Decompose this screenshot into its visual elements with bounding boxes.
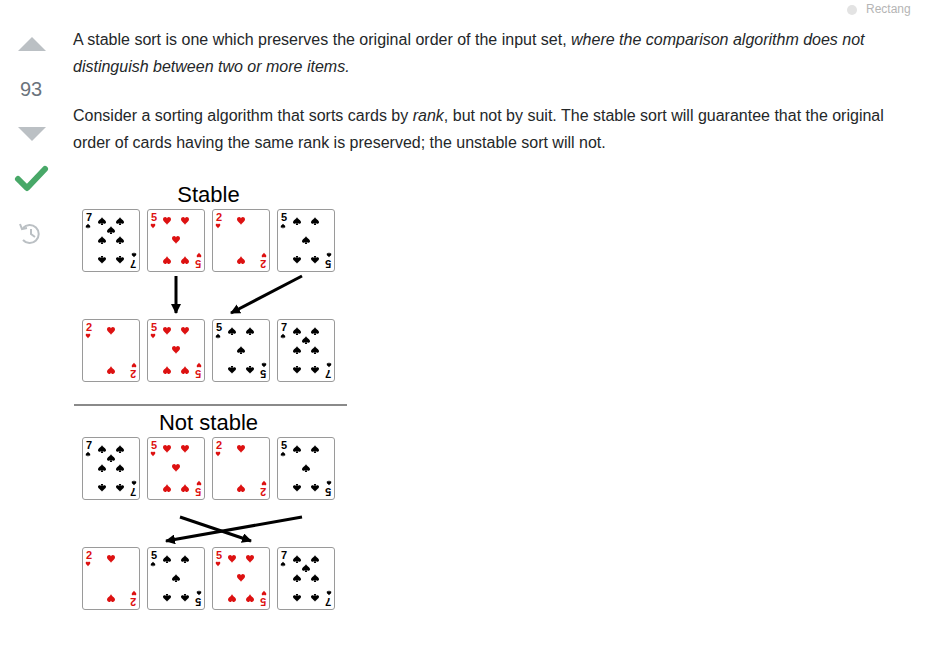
card-rank: 7 [86, 439, 92, 451]
card-rank: 5 [281, 211, 287, 223]
layout-part: 93 [0, 78, 62, 101]
playing-card: 22 [82, 547, 140, 610]
card-face [281, 327, 332, 374]
card-rank: 5 [151, 211, 157, 223]
card-face [86, 555, 137, 602]
card-face [281, 217, 332, 264]
layout-part: Not stable [82, 410, 335, 436]
card-rank: 5 [195, 486, 201, 498]
card-face [151, 327, 202, 374]
layout-part: Rectang [866, 2, 911, 16]
card-rank: 2 [130, 596, 136, 608]
card-rank: 2 [216, 439, 222, 451]
card-rank: 5 [151, 321, 157, 333]
card-rank: 5 [151, 439, 157, 451]
card-face [86, 327, 137, 374]
playing-card: 55 [212, 547, 270, 610]
card-rank: 7 [281, 321, 287, 333]
card-rank: 5 [195, 596, 201, 608]
card-face [281, 445, 332, 492]
card-rank: 7 [130, 258, 136, 270]
playing-card: 55 [147, 209, 205, 272]
card-rank: 7 [130, 486, 136, 498]
card-face [86, 217, 137, 264]
playing-card: 55 [147, 437, 205, 500]
card-face [216, 555, 267, 602]
card-rank: 5 [260, 596, 266, 608]
playing-card: 55 [277, 437, 335, 500]
card-rank: 5 [216, 321, 222, 333]
card-face [151, 445, 202, 492]
move-arrow [175, 276, 178, 313]
card-rank: 7 [86, 211, 92, 223]
layout-part: Consider a sorting algorithm that sorts … [73, 102, 903, 156]
card-rank: 2 [86, 549, 92, 561]
playing-card: 22 [212, 209, 270, 272]
card-rank: 5 [260, 368, 266, 380]
vote-count: 93 [20, 78, 42, 100]
status-badge: Rectang [866, 2, 911, 16]
answer-text: Consider a sorting algorithm that sorts … [73, 107, 408, 124]
playing-card: 22 [212, 437, 270, 500]
card-rank: 2 [86, 321, 92, 333]
card-rank: 5 [281, 439, 287, 451]
card-face [216, 217, 267, 264]
card-face [86, 445, 137, 492]
answer-text: A stable sort is one which preserves the… [73, 31, 567, 48]
card-rank: 7 [325, 368, 331, 380]
playing-card: 77 [82, 209, 140, 272]
card-rank: 2 [260, 258, 266, 270]
playing-card: 55 [147, 547, 205, 610]
card-rank: 7 [281, 549, 287, 561]
section-heading: Stable [177, 182, 239, 207]
move-arrow [231, 276, 302, 313]
history-icon [20, 224, 39, 243]
playing-card: 77 [277, 319, 335, 382]
playing-card: 55 [277, 209, 335, 272]
card-rank: 5 [151, 549, 157, 561]
accepted-check [18, 169, 45, 188]
card-face [151, 217, 202, 264]
section-heading: Not stable [159, 410, 258, 435]
layout-part: A stable sort is one which preserves the… [73, 26, 903, 80]
card-rank: 5 [195, 258, 201, 270]
upvote-arrow [18, 37, 46, 51]
card-rank: 2 [260, 486, 266, 498]
card-rank: 5 [325, 486, 331, 498]
move-arrow [166, 517, 302, 541]
layout-part [20, 224, 27, 229]
playing-card: 55 [147, 319, 205, 382]
playing-card: 55 [212, 319, 270, 382]
layout-part: Stable [82, 182, 335, 208]
card-rank: 7 [325, 596, 331, 608]
card-face [216, 327, 267, 374]
status-dot [847, 5, 857, 15]
card-rank: 2 [130, 368, 136, 380]
layout-part: A stable sort is one which preserves the… [73, 26, 903, 178]
answer-text: rank [413, 107, 444, 124]
downvote-arrow [18, 127, 46, 141]
separator-line [74, 404, 347, 406]
card-rank: 2 [216, 211, 222, 223]
card-face [151, 555, 202, 602]
card-rank: 5 [216, 549, 222, 561]
card-face [281, 555, 332, 602]
card-rank: 5 [195, 368, 201, 380]
playing-card: 77 [82, 437, 140, 500]
playing-card: 22 [82, 319, 140, 382]
card-rank: 5 [325, 258, 331, 270]
playing-card: 77 [277, 547, 335, 610]
card-face [216, 445, 267, 492]
layout-part [31, 229, 35, 237]
